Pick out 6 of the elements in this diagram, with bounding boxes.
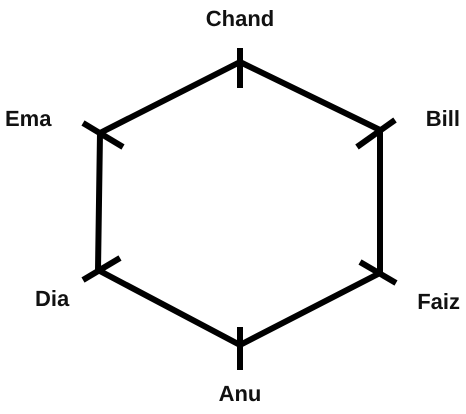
name-label: Ema [5,108,100,133]
name-label: Bill [380,108,460,130]
name-label: Faiz [380,273,460,313]
name-label: Anu [200,345,280,405]
name-label: Chand [200,8,280,62]
name-label: Dia [5,270,98,310]
